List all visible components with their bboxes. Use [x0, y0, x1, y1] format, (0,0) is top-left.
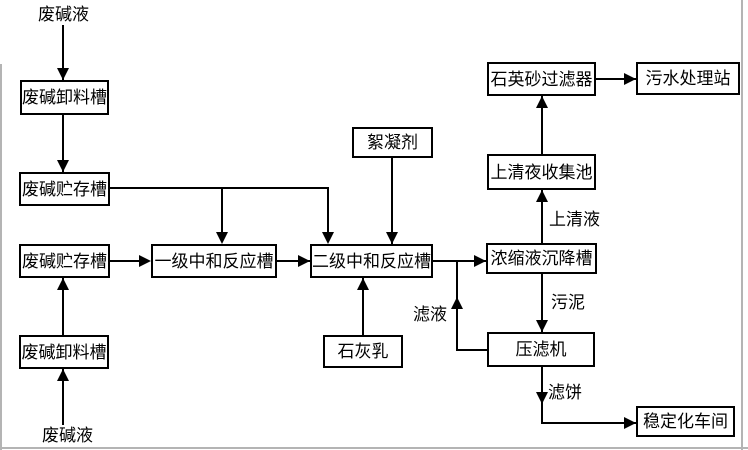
node-unloading-tank-top: 废碱卸料槽	[20, 80, 109, 115]
arrowhead-unload2-to-storage2	[57, 278, 69, 290]
frame-right-edge	[741, 0, 743, 450]
arrowhead-filter-cake	[536, 392, 548, 404]
connector-bottom-feed-to-unload2	[62, 369, 64, 425]
connector-top-feed-to-unload	[62, 25, 64, 80]
connector-filtrate-return-horizontal	[456, 349, 487, 351]
arrowhead-branch-to-neutral1	[216, 232, 228, 244]
arrowhead-quartz-to-sewage	[624, 73, 636, 85]
arrowhead-press-to-stabilization	[624, 417, 636, 429]
node-supernatant-collection-pool: 上清夜收集池	[487, 154, 596, 190]
arrowhead-pool-to-quartz	[536, 96, 548, 108]
node-concentrate-settling-tank: 浓缩液沉降槽	[486, 243, 597, 274]
arrowhead-neutral2-to-settling	[474, 255, 486, 267]
arrowhead-settling-to-pool	[536, 190, 548, 202]
label-waste-alkali-liquid-top: 废碱液	[38, 5, 89, 24]
node-stabilization-workshop: 稳定化车间	[636, 406, 735, 437]
node-flocculant: 絮凝剂	[352, 127, 433, 158]
frame-bottom-edge	[0, 447, 748, 449]
connector-flocculant-to-neutral2	[391, 158, 393, 244]
arrowhead-bottom-feed	[57, 369, 69, 381]
label-filtrate: 滤液	[413, 305, 447, 324]
label-waste-alkali-liquid-bottom: 废碱液	[42, 426, 93, 445]
node-quartz-sand-filter: 石英砂过滤器	[487, 62, 596, 96]
arrowhead-storage-to-neutral1	[139, 255, 151, 267]
connector-branch-to-neutral1	[221, 188, 223, 238]
label-filter-cake: 滤饼	[548, 383, 582, 402]
node-filter-press: 压滤机	[487, 332, 595, 367]
node-neutralization-tank-1: 一级中和反应槽	[151, 244, 277, 278]
arrowhead-limemilk	[357, 278, 369, 290]
connector-unload-to-storage	[62, 115, 64, 172]
arrowhead-settling-to-press	[536, 320, 548, 332]
node-storage-tank-top: 废碱贮存槽	[19, 172, 110, 206]
node-unloading-tank-bottom: 废碱卸料槽	[19, 335, 109, 369]
frame-left-edge	[0, 64, 2, 450]
arrowhead-branch-to-neutral2	[322, 232, 334, 244]
arrowhead-top-feed	[57, 68, 69, 80]
arrowhead-flocculant	[386, 232, 398, 244]
node-sewage-treatment-station: 污水处理站	[636, 62, 740, 95]
connector-neutral1-to-neutral2	[277, 260, 310, 262]
connector-unload2-to-storage2	[62, 278, 64, 335]
connector-neutral2-to-settling	[433, 260, 486, 262]
connector-storage-to-neutral1	[110, 260, 145, 262]
label-sludge: 污泥	[551, 293, 585, 312]
connector-settling-to-pool	[541, 190, 543, 243]
connector-storage-branch	[110, 187, 329, 189]
node-storage-tank-mid: 废碱贮存槽	[19, 244, 110, 278]
node-neutralization-tank-2: 二级中和反应槽	[310, 244, 433, 278]
connector-branch-to-neutral2	[327, 188, 329, 238]
connector-limemilk-to-neutral2	[362, 278, 364, 335]
arrowhead-neutral1-to-neutral2	[298, 255, 310, 267]
connector-quartz-to-sewage	[596, 78, 636, 80]
arrowhead-filtrate-return	[451, 297, 463, 309]
arrowhead-unload-to-storage	[57, 160, 69, 172]
connector-pool-to-quartz	[541, 96, 543, 154]
connector-settling-to-press	[541, 274, 543, 332]
label-supernatant: 上清液	[549, 210, 600, 229]
node-lime-milk: 石灰乳	[323, 335, 403, 368]
connector-press-to-stabilization	[541, 422, 636, 424]
